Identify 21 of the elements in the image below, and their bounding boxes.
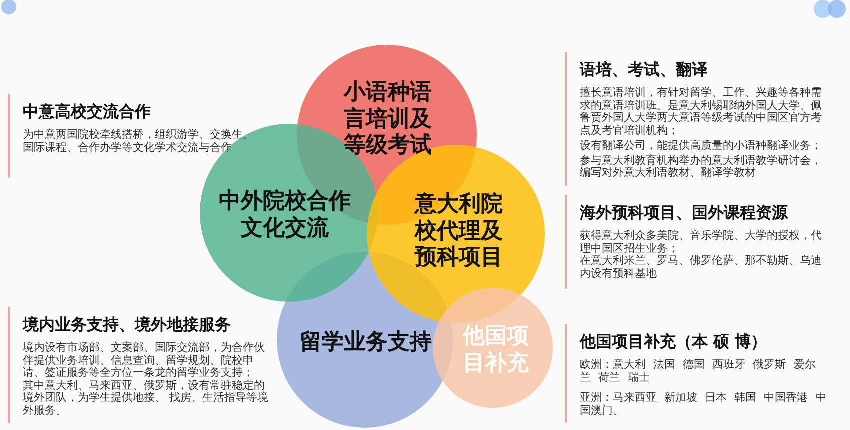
description-text: 获得意大利众多美院、音乐学院、大学的授权，代理中国区招生业务； (580, 230, 823, 254)
circle-label: 中外院校合作文化交流 (218, 189, 352, 243)
section-heading: 他国项目补充（本 硕 博） (580, 332, 768, 352)
description-text: 境内设有市场部、文案部、国际交流部，为合作伙伴提供业务培训、信息查询、留学规划、院校申请、签证服务等全方位一条龙的留学业务支持； (23, 342, 266, 380)
circle-label: 意大利院校代理及预科项目 (414, 192, 504, 272)
section-heading: 境内业务支持、境外地接服务 (23, 315, 232, 335)
circle-label: 他国项目补充 (462, 324, 530, 378)
description-text: 亚洲：马来西亚 新加坡 日本 韩国 中国香港 中国澳门。 (580, 392, 828, 417)
circle-label: 小语种语言培训及等级考试 (342, 80, 433, 160)
description-text: 为中意两国院校牵线搭桥，组织游学、交换生、国际课程、合作办学等文化学术交流与合作 (23, 129, 255, 154)
section-heading: 中意高校交流合作 (23, 102, 152, 122)
section-heading: 海外预科项目、国外课程资源 (580, 203, 790, 223)
description-text: 参与意大利教育机构举办的意大利语教学研讨会，编写对外意大利语教材、翻译学教材 (580, 154, 823, 180)
description-text: 擅长意语培训，有针对留学、工作、兴趣等各种需求的意语培训班。是意大利锡耶纳外国人大学、佩鲁贾外国人大学两大意语等级考试的中国区官方考点及考官培训机构； (580, 87, 823, 137)
description-text: 其中意大利、马来西亚、俄罗斯，设有常驻稳定的境外团队，为学生提供地接、 找房、生活指导等境外服务。 (23, 380, 270, 417)
description-text: 欧洲：意大利 法国 德国 西班牙 俄罗斯 爱尔兰 荷兰 瑞士 (580, 359, 817, 384)
description-text: 设有翻译公司，能提供高质量的小语种翻译业务； (580, 140, 823, 152)
description-text: 在意大利米兰、罗马、佛罗伦萨、那不勒斯、乌迪内设有预科基地 (580, 255, 823, 280)
section-heading: 语培、考试、翻译 (580, 60, 709, 80)
info-card (8, 307, 271, 423)
circle-label: 留学业务支持 (299, 330, 433, 356)
